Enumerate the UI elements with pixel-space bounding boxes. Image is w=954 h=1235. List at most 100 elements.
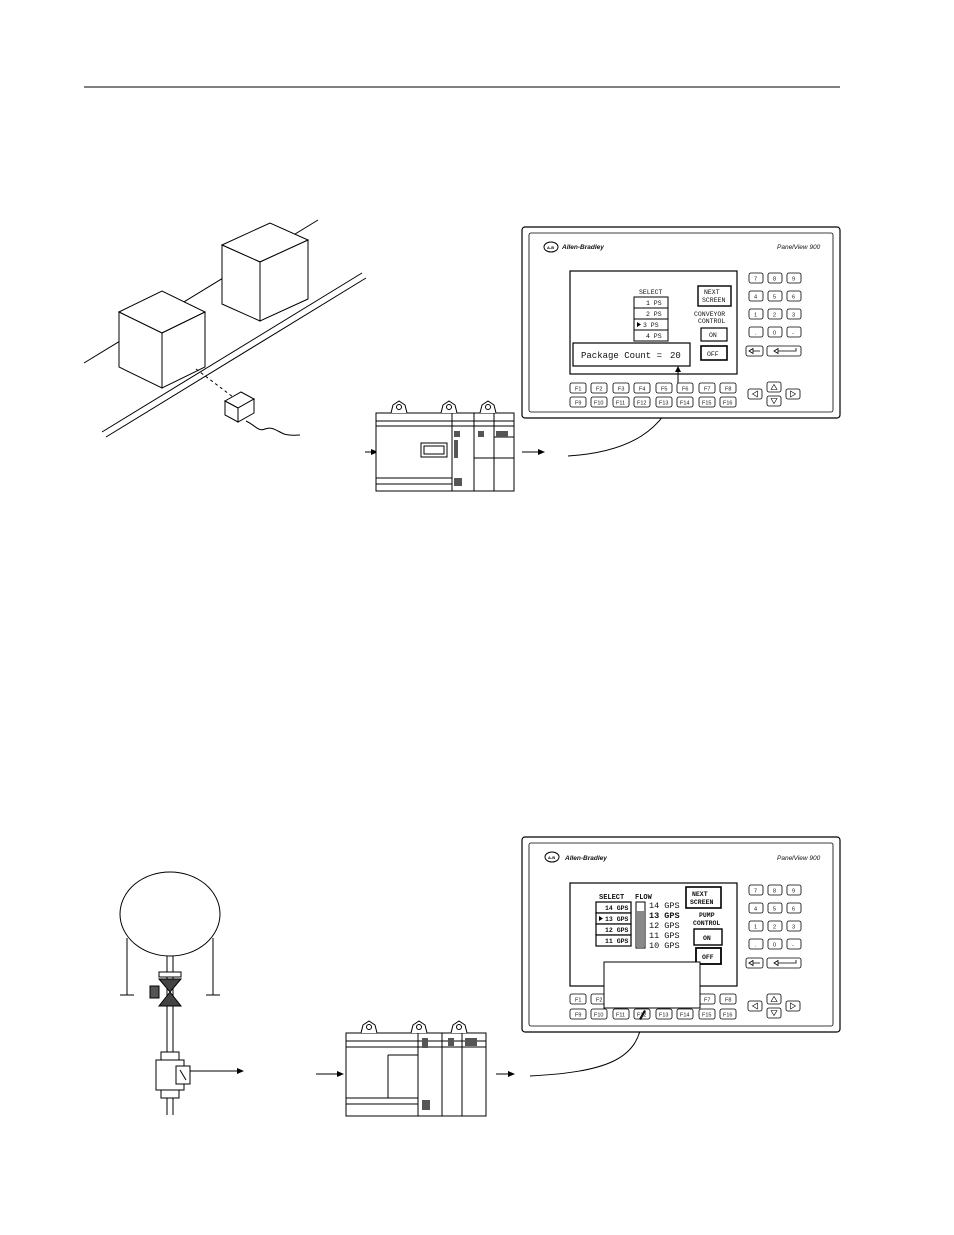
- backspace-icon: [748, 347, 760, 355]
- svg-text:F15: F15: [702, 401, 711, 407]
- output-arrow: [522, 449, 545, 455]
- figure-2: A-B Allen-Bradley PanelView 900 SELECT F…: [119, 836, 841, 1117]
- flow-header: FLOW: [635, 894, 653, 902]
- svg-text:F11: F11: [616, 1013, 625, 1019]
- svg-text:6: 6: [792, 907, 795, 913]
- svg-text:F3: F3: [618, 387, 624, 393]
- svg-text:F8: F8: [725, 387, 731, 393]
- on-button[interactable]: [700, 327, 728, 342]
- flow-bar: [635, 901, 646, 949]
- control-title-line1: CONVEYOR: [694, 311, 725, 318]
- svg-text:8: 8: [773, 889, 776, 895]
- function-keys: [569, 382, 737, 408]
- storage-tank: [119, 871, 221, 996]
- svg-text:F9: F9: [575, 401, 581, 407]
- svg-text:F6: F6: [682, 387, 688, 393]
- select-item-2[interactable]: 2 PS: [646, 311, 662, 318]
- on-button-2[interactable]: [693, 928, 723, 946]
- package-count-display: [572, 342, 691, 367]
- svg-text:F1: F1: [575, 387, 581, 393]
- select2-item-2[interactable]: 13 GPS: [605, 916, 629, 923]
- svg-text:5: 5: [773, 295, 776, 301]
- left-arrow-icon: [751, 390, 758, 398]
- callout-box: [603, 961, 701, 1009]
- sensor-cable: [245, 420, 301, 436]
- svg-text:7: 7: [754, 277, 757, 283]
- svg-text:6: 6: [792, 295, 795, 301]
- off-label: OFF: [707, 351, 719, 358]
- svg-text:-: -: [792, 331, 794, 337]
- package-count-value: 20: [670, 351, 681, 361]
- svg-text:F13: F13: [659, 401, 668, 407]
- svg-text:F10: F10: [594, 401, 603, 407]
- svg-text:0: 0: [773, 943, 776, 949]
- select-cursor-icon: [637, 322, 641, 327]
- plc-io-dots: [454, 431, 508, 486]
- ab-logo: A-B: [543, 241, 559, 253]
- svg-text:F5: F5: [661, 387, 667, 393]
- svg-text:F1: F1: [575, 998, 581, 1004]
- svg-text:7: 7: [754, 889, 757, 895]
- input-arrow-2: [316, 1071, 344, 1077]
- on-label-2: ON: [703, 935, 711, 942]
- down-arrow-icon-2: [770, 1010, 778, 1017]
- svg-text:-: -: [792, 943, 794, 949]
- svg-text:F15: F15: [702, 1013, 711, 1019]
- key-press-indicator-icon: [639, 1010, 646, 1020]
- svg-text:8: 8: [773, 277, 776, 283]
- flow-value-3: 12 GPS: [649, 921, 680, 931]
- svg-text:9: 9: [792, 889, 795, 895]
- next-screen-button-2[interactable]: [685, 886, 722, 909]
- svg-text:F13: F13: [659, 1013, 668, 1019]
- select2-item-1[interactable]: 14 GPS: [605, 905, 629, 912]
- flow-value-2: 13 GPS: [649, 911, 680, 921]
- next-screen-button[interactable]: [697, 285, 732, 307]
- select-item-1[interactable]: 1 PS: [646, 300, 662, 307]
- select2-item-4[interactable]: 11 GPS: [605, 938, 629, 945]
- on-label: ON: [709, 332, 717, 339]
- package-box-front: [117, 290, 207, 389]
- select-buttons-2: [595, 901, 632, 947]
- off-button-2[interactable]: [695, 947, 722, 965]
- svg-text:F7: F7: [704, 387, 710, 393]
- select-cursor-icon-2: [599, 916, 603, 921]
- control2-title-line1: PUMP: [699, 912, 715, 919]
- svg-text:F10: F10: [594, 1013, 603, 1019]
- next-screen2-line1: NEXT: [692, 891, 708, 898]
- numeric-keypad-2: [745, 884, 802, 969]
- svg-text:F2: F2: [596, 998, 602, 1004]
- panelview-terminal-2: A-B Allen-Bradley PanelView 900 SELECT F…: [521, 836, 841, 1033]
- next-screen-line1: NEXT: [704, 289, 720, 296]
- output-arrow-2: [496, 1071, 515, 1077]
- svg-text:F2: F2: [596, 387, 602, 393]
- plc-controller-2: [345, 1020, 487, 1117]
- svg-text:F8: F8: [725, 998, 731, 1004]
- plc-io-dots-2: [422, 1038, 477, 1110]
- svg-text:F12: F12: [637, 401, 646, 407]
- select2-item-3[interactable]: 12 GPS: [605, 927, 629, 934]
- svg-text:F16: F16: [723, 1013, 732, 1019]
- svg-text:4: 4: [754, 295, 757, 301]
- numeric-keypad: [745, 272, 802, 357]
- package-box-rear: [220, 222, 310, 322]
- control-title-line2: CONTROL: [698, 318, 725, 325]
- off-button[interactable]: [700, 345, 728, 361]
- figure-1: A-B Allen-Bradley PanelView 900 SELECT 1…: [83, 219, 841, 492]
- plc-controller: [375, 400, 515, 492]
- svg-text:1: 1: [754, 313, 757, 319]
- svg-text:F14: F14: [680, 401, 689, 407]
- select-item-3[interactable]: 3 PS: [643, 322, 659, 329]
- right-arrow-icon-2: [790, 1002, 797, 1010]
- svg-text:1: 1: [754, 925, 757, 931]
- flow-meter: [155, 1051, 191, 1099]
- svg-text:2: 2: [773, 925, 776, 931]
- input-arrow: [365, 449, 378, 455]
- enter-icon: [773, 347, 797, 355]
- select-item-4[interactable]: 4 PS: [646, 333, 662, 340]
- svg-text:9: 9: [792, 277, 795, 283]
- model-label: PanelView 900: [777, 244, 821, 251]
- select-buttons: [633, 296, 669, 342]
